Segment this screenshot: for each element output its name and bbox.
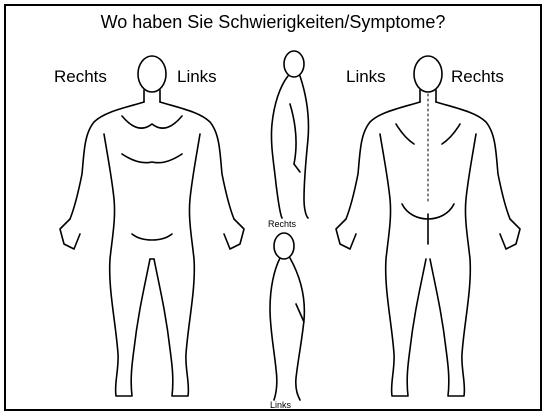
human-body-back-icon xyxy=(4,4,546,419)
body-diagram-form: Wo haben Sie Schwierigkeiten/Symptome? R… xyxy=(4,4,542,411)
